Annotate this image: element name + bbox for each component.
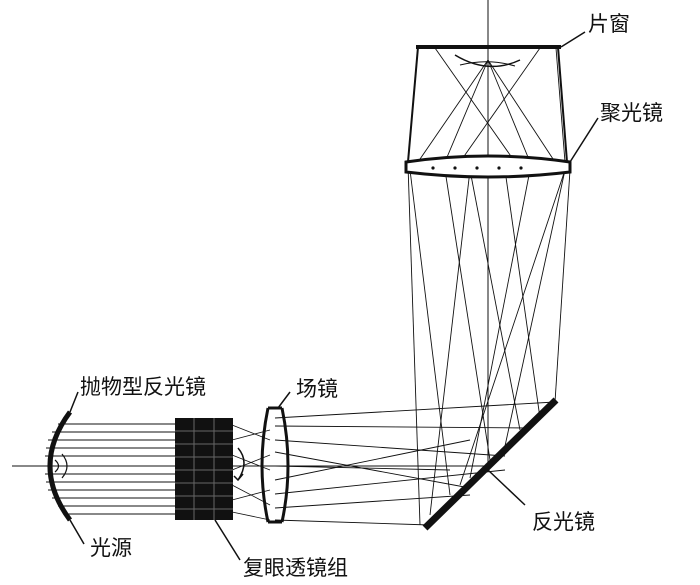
fold-mirror: [422, 397, 559, 531]
parabolic-reflector-label: 抛物型反光镜: [80, 375, 206, 399]
mirror-to-condenser-rays: [407, 164, 571, 526]
light-source: [54, 453, 85, 545]
parabolic-reflector: [47, 391, 79, 522]
condenser-to-window-rays: [407, 47, 566, 163]
mirror-label: 反光镜: [532, 510, 595, 534]
condenser-lens: [404, 117, 599, 179]
condenser-label: 聚光镜: [600, 101, 663, 125]
field-lens: [260, 391, 291, 524]
field-lens-label: 场镜: [296, 377, 338, 401]
window-plate: [407, 31, 586, 163]
window-label: 片窗: [588, 12, 630, 36]
light-source-label: 光源: [90, 536, 132, 560]
flyeye-lens-label: 复眼透镜组: [243, 556, 348, 580]
rotation-arrow-icon: [233, 447, 245, 482]
field-to-mirror-rays: [274, 401, 556, 526]
flyeye-lens-group: [175, 418, 241, 561]
source-beam-rays: [45, 423, 175, 515]
